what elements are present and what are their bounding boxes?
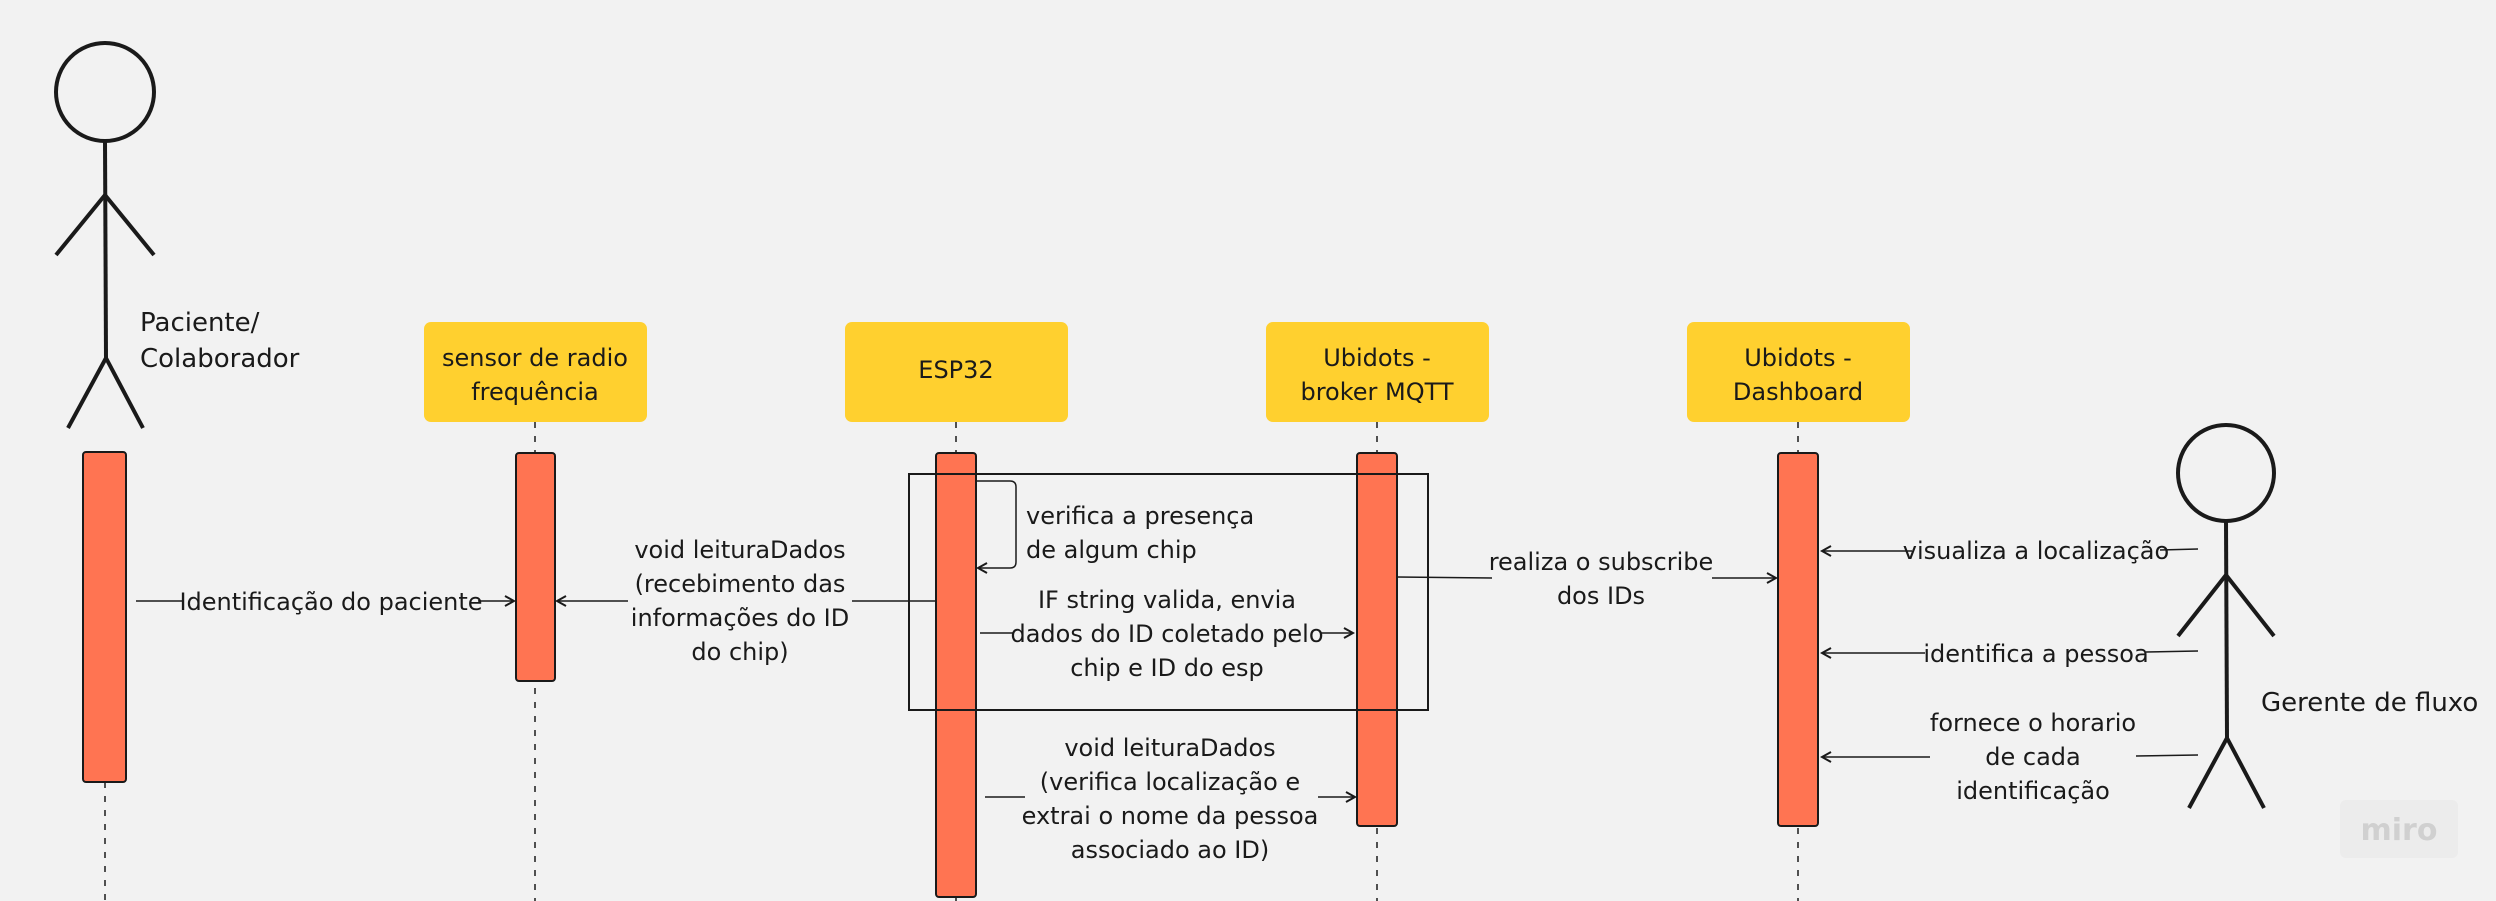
participant-label: ESP32 [918, 356, 993, 384]
activation-bar-dashboard [1777, 452, 1819, 827]
participant-dashboard: Ubidots -Dashboard [1687, 322, 1910, 422]
message-patient-identification: Identificação do paciente [136, 588, 514, 616]
message-line [1396, 576, 1493, 579]
activation-bars [82, 451, 1819, 898]
actor-patient-label: Paciente/Colaborador [140, 308, 300, 374]
activation-bar-patient [82, 451, 127, 783]
message-line [2145, 650, 2199, 653]
actor-patient-figure [54, 41, 156, 429]
message-identify-person: identifica a pessoa [1822, 640, 2199, 668]
combined-fragment-frame [908, 473, 1429, 711]
participant-box [845, 322, 1068, 422]
self-call-line [976, 480, 1017, 568]
message-label: Identificação do paciente [179, 588, 482, 616]
activation-bar-esp32 [935, 452, 977, 898]
actor-manager-figure [2176, 423, 2276, 809]
message-line [2159, 548, 2199, 551]
participant-label: Ubidots -Dashboard [1733, 344, 1863, 406]
participant-box [1687, 322, 1910, 422]
participant-label: Ubidots -broker MQTT [1300, 344, 1453, 406]
message-label: void leituraDados(verifica localização e… [1022, 734, 1319, 864]
participant-box [1266, 322, 1489, 422]
participant-box [424, 322, 647, 422]
participant-esp32: ESP32 [845, 322, 1068, 422]
activation-bar-broker [1356, 452, 1398, 827]
message-label: visualiza a localização [1903, 537, 2169, 565]
message-view-location: visualiza a localização [1822, 537, 2199, 565]
message-read-location: void leituraDados(verifica localização e… [985, 734, 1355, 864]
message-line [2135, 754, 2199, 757]
watermark-label: miro [2361, 813, 2438, 848]
participant-broker: Ubidots -broker MQTT [1266, 322, 1489, 422]
actor-manager-label: Gerente de fluxo [2261, 688, 2478, 718]
message-label: identifica a pessoa [1923, 640, 2148, 668]
activation-bar-sensor [515, 452, 556, 682]
miro-watermark: miro [2340, 800, 2458, 858]
